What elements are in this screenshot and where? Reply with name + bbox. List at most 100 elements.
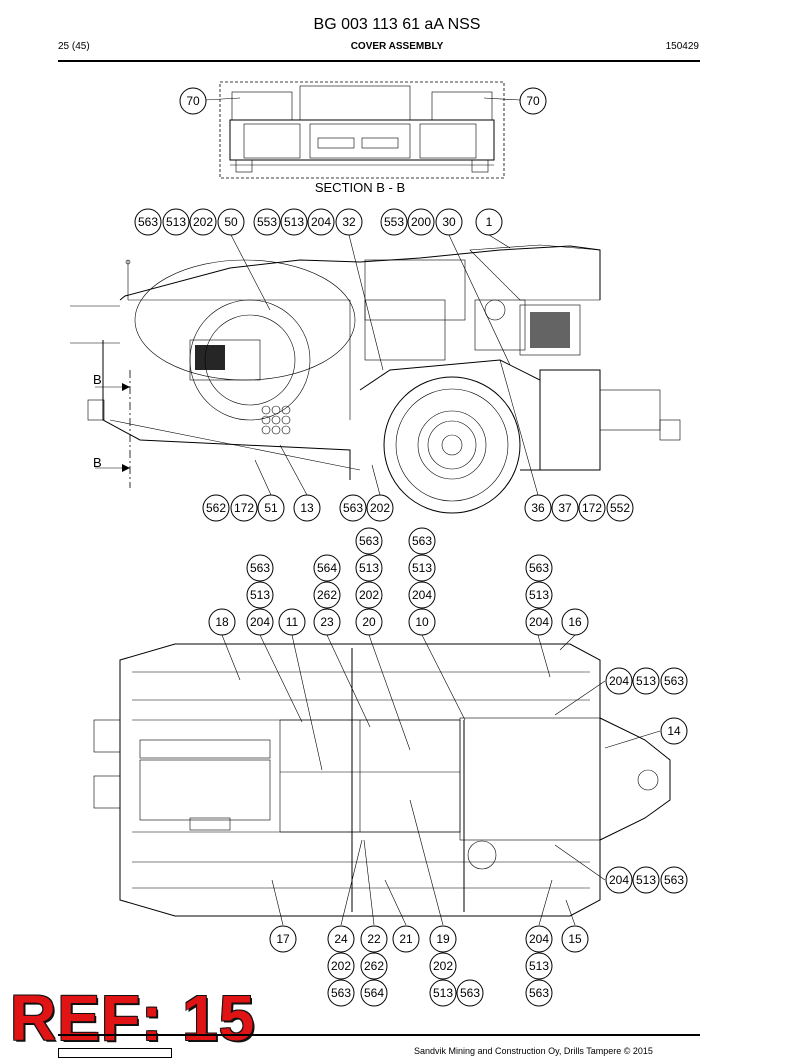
callout-513: 513 [429, 979, 457, 1007]
svg-text:36: 36 [531, 501, 545, 515]
svg-text:22: 22 [367, 932, 381, 946]
callout-553: 553 [380, 208, 408, 236]
callout-202: 202 [189, 208, 217, 236]
svg-text:37: 37 [558, 501, 572, 515]
callout-563: 563 [456, 979, 484, 1007]
footer-rule [58, 1034, 700, 1036]
svg-text:563: 563 [138, 215, 158, 229]
svg-text:262: 262 [364, 959, 384, 973]
svg-text:513: 513 [250, 588, 270, 602]
svg-text:70: 70 [526, 94, 540, 108]
cut-mark-b-bottom: B [93, 455, 102, 470]
svg-text:513: 513 [166, 215, 186, 229]
svg-text:204: 204 [609, 873, 629, 887]
callout-204: 204 [525, 925, 553, 953]
revision-date: 150429 [665, 41, 699, 52]
svg-text:563: 563 [359, 534, 379, 548]
svg-text:553: 553 [384, 215, 404, 229]
callout-563: 563 [134, 208, 162, 236]
svg-text:15: 15 [568, 932, 582, 946]
svg-text:204: 204 [250, 615, 270, 629]
svg-text:24: 24 [334, 932, 348, 946]
callout-18: 18 [208, 608, 236, 636]
svg-text:32: 32 [342, 215, 356, 229]
svg-text:563: 563 [664, 873, 684, 887]
callout-20: 20 [355, 608, 383, 636]
svg-text:204: 204 [529, 615, 549, 629]
svg-text:513: 513 [433, 986, 453, 1000]
svg-text:172: 172 [582, 501, 602, 515]
svg-text:16: 16 [568, 615, 582, 629]
svg-text:172: 172 [234, 501, 254, 515]
section-bb-view [204, 81, 521, 179]
svg-text:513: 513 [529, 588, 549, 602]
side-view [70, 234, 681, 514]
callout-563: 563 [408, 527, 436, 555]
callout-262: 262 [360, 952, 388, 980]
svg-text:564: 564 [317, 561, 337, 575]
callout-15: 15 [561, 925, 589, 953]
callout-172: 172 [230, 494, 258, 522]
svg-text:200: 200 [411, 215, 431, 229]
callout-37: 37 [551, 494, 579, 522]
callout-19: 19 [429, 925, 457, 953]
svg-text:563: 563 [664, 674, 684, 688]
callout-513: 513 [408, 554, 436, 582]
callout-17: 17 [269, 925, 297, 953]
wheel [383, 376, 521, 514]
callout-204: 204 [246, 608, 274, 636]
callout-202: 202 [327, 952, 355, 980]
callout-50: 50 [217, 208, 245, 236]
callout-564: 564 [313, 554, 341, 582]
callout-36: 36 [524, 494, 552, 522]
footer-copyright: Sandvik Mining and Construction Oy, Dril… [414, 1046, 653, 1056]
callout-563: 563 [660, 667, 688, 695]
svg-text:202: 202 [193, 215, 213, 229]
callout-16: 16 [561, 608, 589, 636]
grill [261, 405, 291, 435]
callout-262: 262 [313, 581, 341, 609]
svg-text:17: 17 [276, 932, 290, 946]
callout-70-left: 70 [179, 87, 207, 115]
callout-70-right: 70 [519, 87, 547, 115]
callout-24: 24 [327, 925, 355, 953]
svg-text:202: 202 [359, 588, 379, 602]
callout-563: 563 [525, 979, 553, 1007]
svg-text:202: 202 [331, 959, 351, 973]
svg-text:552: 552 [610, 501, 630, 515]
callout-553: 553 [253, 208, 281, 236]
svg-text:10: 10 [415, 615, 429, 629]
svg-text:19: 19 [436, 932, 450, 946]
callout-513: 513 [632, 667, 660, 695]
svg-text:30: 30 [442, 215, 456, 229]
callout-552: 552 [606, 494, 634, 522]
callout-563: 563 [355, 527, 383, 555]
svg-text:553: 553 [257, 215, 277, 229]
svg-text:202: 202 [370, 501, 390, 515]
svg-text:13: 13 [300, 501, 314, 515]
plan-view [93, 634, 671, 926]
page-number: 25 (45) [58, 41, 90, 52]
svg-text:11: 11 [286, 615, 299, 629]
callout-30: 30 [435, 208, 463, 236]
svg-text:513: 513 [636, 674, 656, 688]
svg-text:204: 204 [412, 588, 432, 602]
callout-10: 10 [408, 608, 436, 636]
svg-text:50: 50 [224, 215, 238, 229]
callout-513: 513 [246, 581, 274, 609]
callout-204: 204 [525, 608, 553, 636]
svg-text:563: 563 [343, 501, 363, 515]
callout-513: 513 [355, 554, 383, 582]
callout-513: 513 [280, 208, 308, 236]
callout-563: 563 [246, 554, 274, 582]
svg-text:23: 23 [320, 615, 334, 629]
svg-text:14: 14 [667, 724, 681, 738]
callout-204: 204 [307, 208, 335, 236]
callout-172: 172 [578, 494, 606, 522]
svg-text:262: 262 [317, 588, 337, 602]
cut-mark-b-top: B [93, 372, 102, 387]
callout-32: 32 [335, 208, 363, 236]
svg-text:21: 21 [399, 932, 413, 946]
svg-text:1: 1 [486, 215, 493, 229]
